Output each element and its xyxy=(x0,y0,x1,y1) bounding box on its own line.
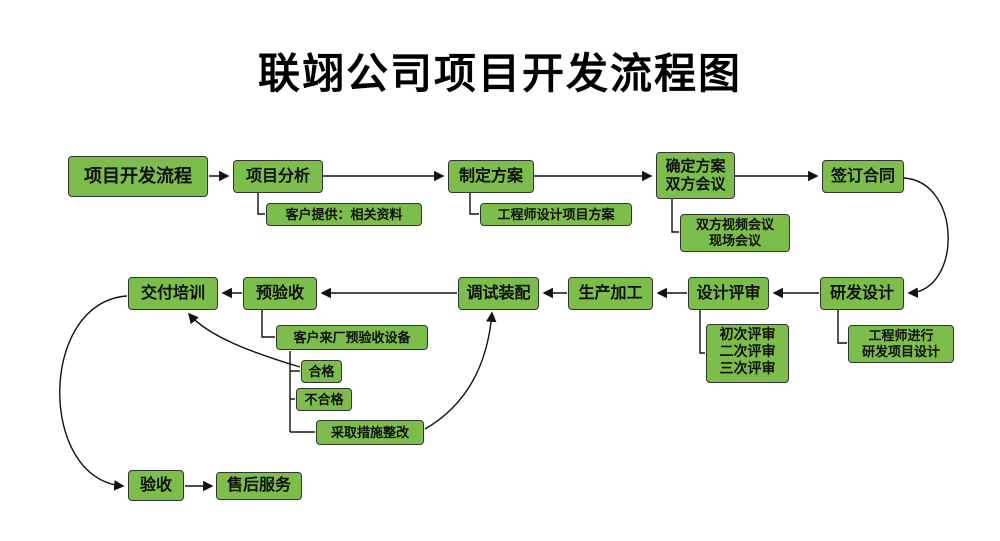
curve-rectify-to-debug xyxy=(424,311,497,430)
node-confirm-plan: 确定方案 双方会议 xyxy=(656,152,735,199)
node-production: 生产加工 xyxy=(568,277,653,310)
node-confirm-plan-line1: 确定方案 xyxy=(665,158,726,175)
note-engineer-rnd-line2: 研发项目设计 xyxy=(861,344,940,359)
note-engineer-plan: 工程师设计项目方案 xyxy=(480,203,632,226)
elbow-analysis-to-materials xyxy=(257,193,265,215)
node-rectify: 采取措施整改 xyxy=(316,420,424,445)
note-meeting-line1: 双方视频会议 xyxy=(695,217,774,233)
note-review-line2: 二次评审 xyxy=(719,345,776,361)
node-unqualified: 不合格 xyxy=(296,388,352,411)
curve-qualified-to-delivery xyxy=(187,312,301,368)
node-sign-contract: 签订合同 xyxy=(822,160,904,193)
note-engineer-rnd: 工程师进行 研发项目设计 xyxy=(848,325,954,363)
page-title: 联翊公司项目开发流程图 xyxy=(257,52,742,98)
node-project-analysis: 项目分析 xyxy=(233,160,323,193)
node-after-sales: 售后服务 xyxy=(216,472,302,500)
note-meeting: 双方视频会议 现场会议 xyxy=(680,214,790,252)
curve-delivery-to-acceptance xyxy=(59,295,128,491)
note-review-line1: 初次评审 xyxy=(719,328,776,344)
note-customer-preacceptance: 客户来厂预验收设备 xyxy=(276,325,428,350)
elbow-rnd-to-engineer xyxy=(837,310,847,344)
note-review-line3: 三次评审 xyxy=(719,361,776,377)
elbow-confirm-to-meeting xyxy=(671,199,679,233)
note-engineer-rnd-line1: 工程师进行 xyxy=(868,328,934,344)
node-qualified: 合格 xyxy=(301,360,342,383)
node-confirm-plan-line2: 双方会议 xyxy=(665,176,726,193)
node-rnd-design: 研发设计 xyxy=(820,277,904,310)
elbow-preacceptance-to-customer xyxy=(261,310,275,338)
node-design-review: 设计评审 xyxy=(688,277,769,310)
elbow-plan-to-engineerplan xyxy=(469,193,479,215)
node-pre-acceptance: 预验收 xyxy=(243,277,317,310)
node-make-plan: 制定方案 xyxy=(448,160,534,193)
elbow-review-to-rounds xyxy=(699,310,705,354)
node-start: 项目开发流程 xyxy=(68,156,208,197)
note-meeting-line2: 现场会议 xyxy=(708,233,761,248)
node-delivery-training: 交付培训 xyxy=(128,277,218,310)
node-acceptance: 验收 xyxy=(128,470,184,501)
note-review-rounds: 初次评审 二次评审 三次评审 xyxy=(706,324,789,383)
node-debug-assembly: 调试装配 xyxy=(458,277,539,310)
note-customer-materials: 客户提供：相关资料 xyxy=(266,203,422,226)
curve-contract-to-rnd xyxy=(903,177,949,298)
